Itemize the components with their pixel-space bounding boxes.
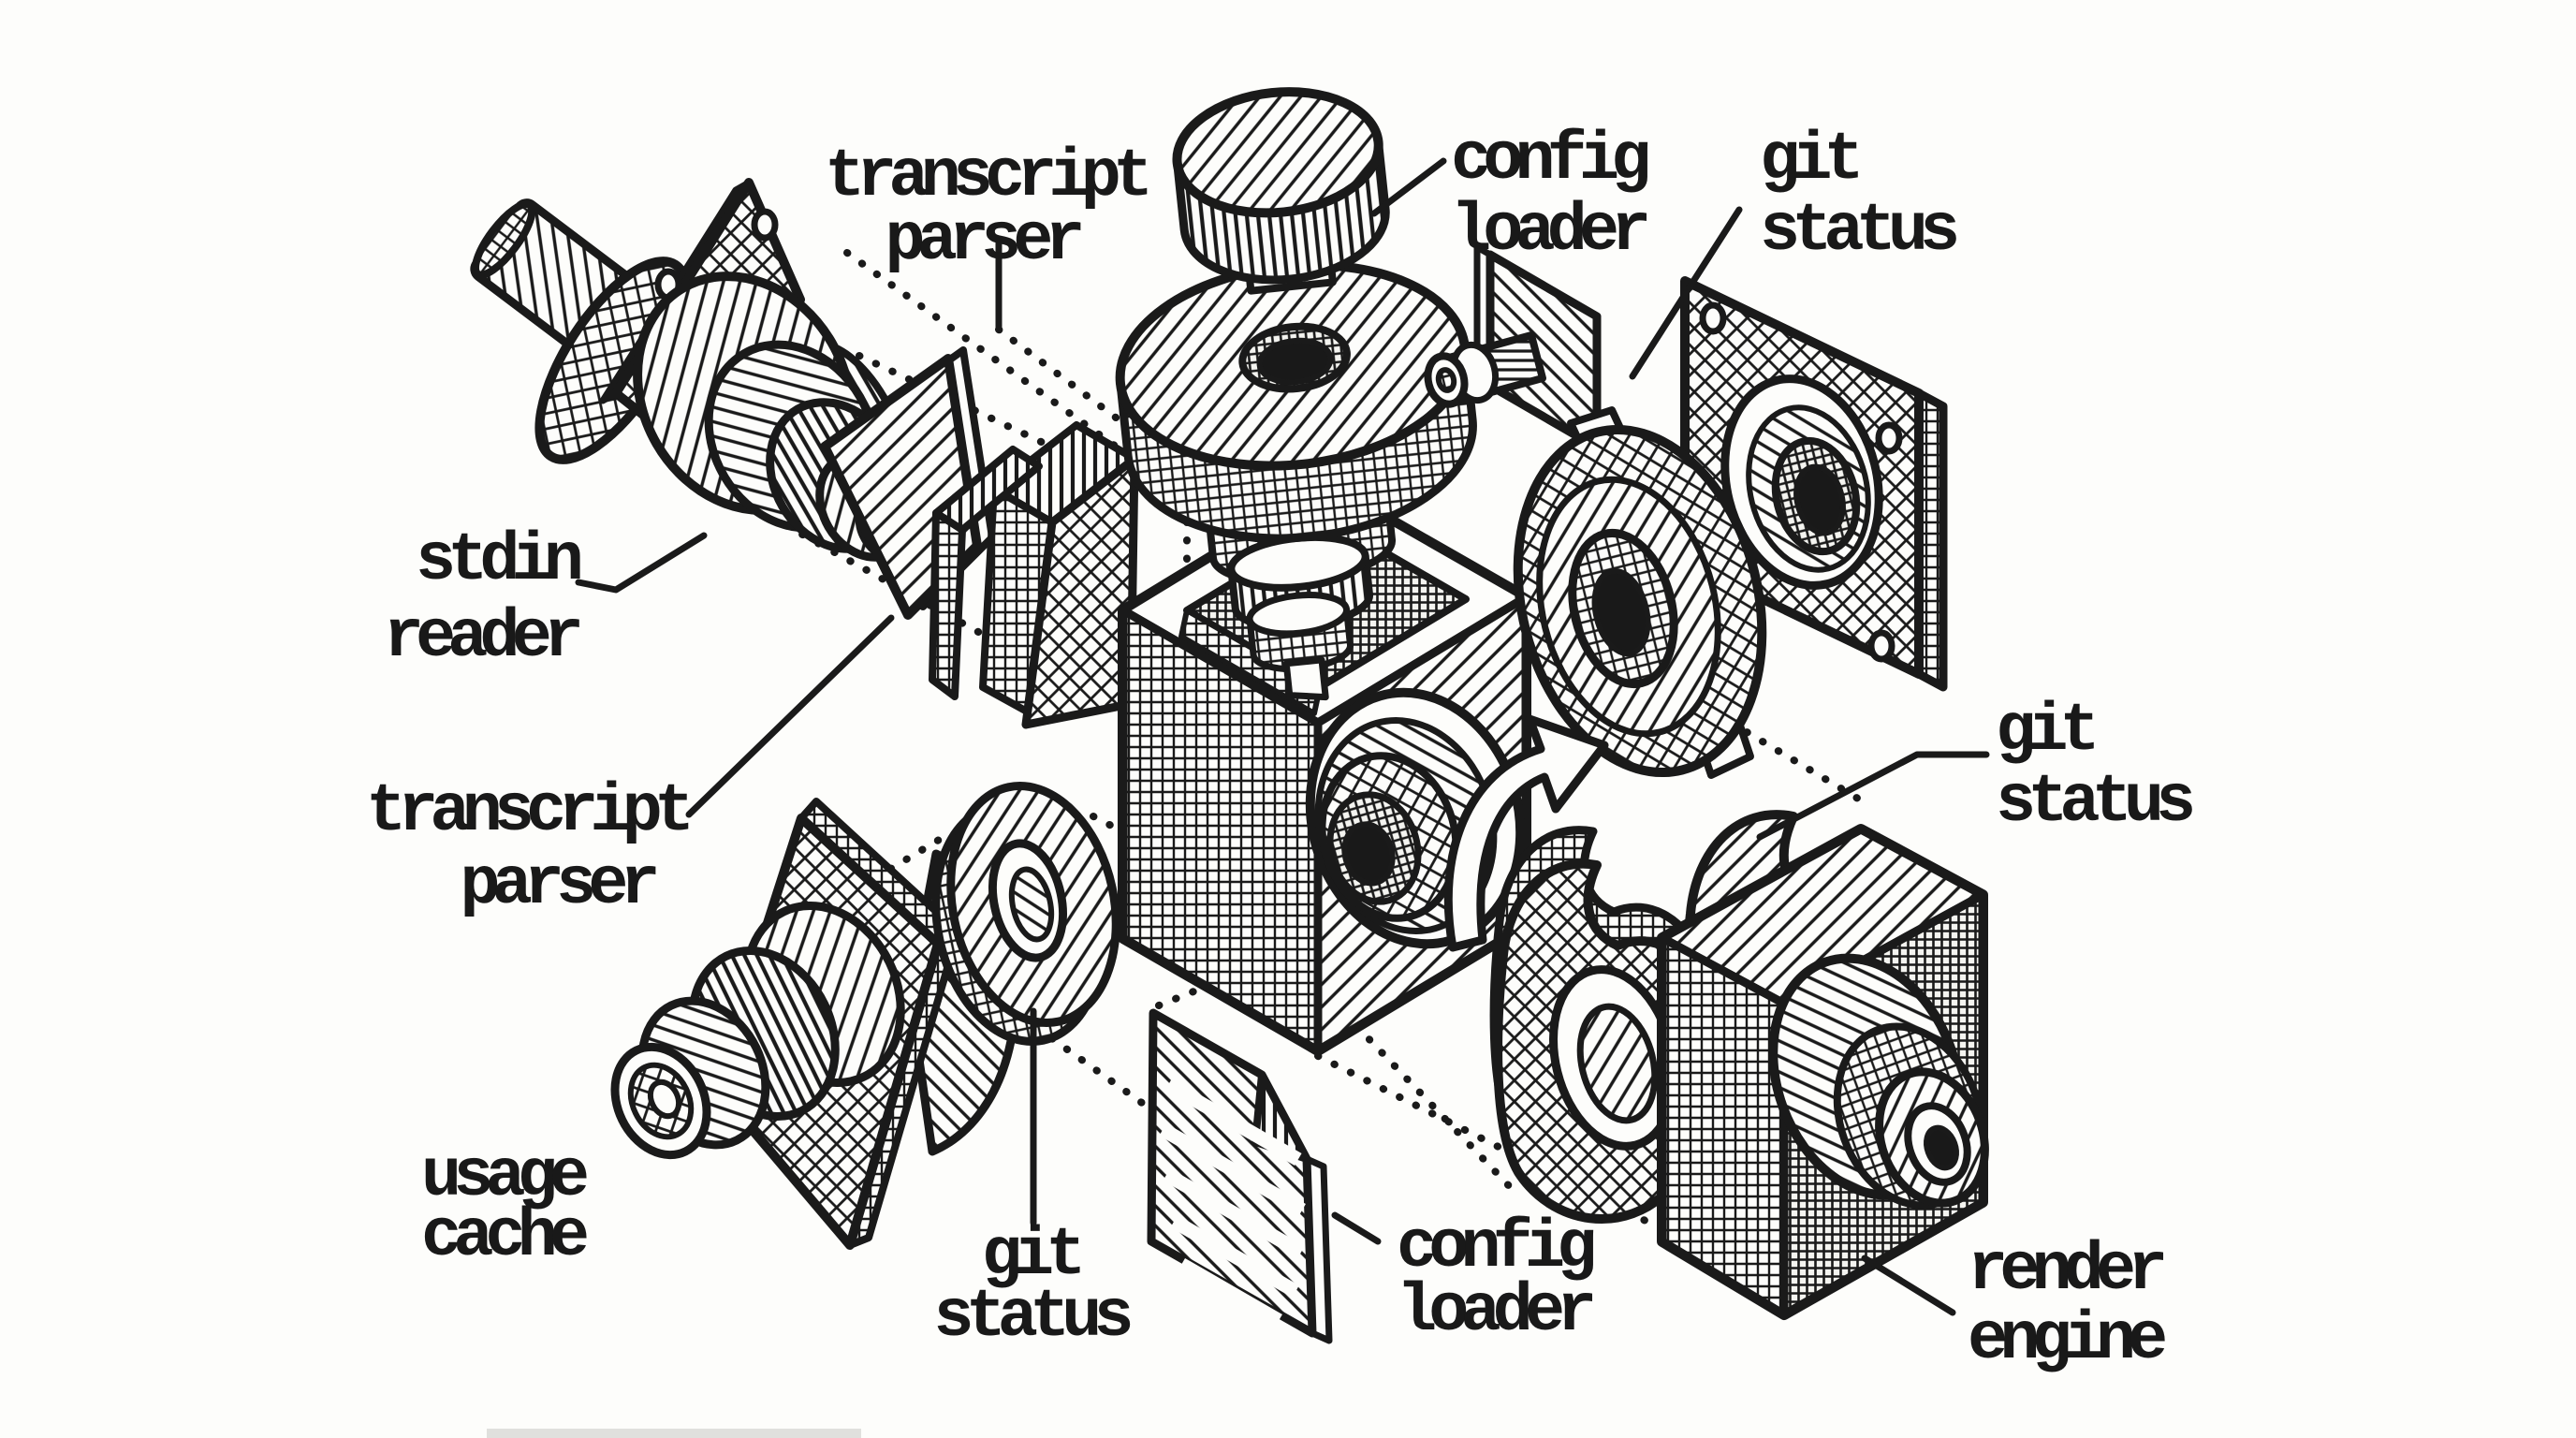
- knurled-knob: [1172, 87, 1390, 285]
- document-text-lines: [1159, 1078, 1306, 1327]
- label-stdin-reader-line1: stdin: [416, 522, 580, 599]
- bore: [647, 1078, 682, 1120]
- label-config-loader-bottom-line2: loader: [1397, 1273, 1592, 1350]
- leader-render-engine: [1861, 1255, 1956, 1316]
- git-status-washer: [931, 782, 1120, 1046]
- scan-artifact-strip: [487, 1429, 861, 1438]
- knurled-washer: [1115, 260, 1477, 543]
- front-slab: [929, 446, 1043, 700]
- transcript-parser-plate-pair: [929, 421, 1139, 729]
- label-config-loader-bottom-line1: config: [1397, 1210, 1594, 1286]
- label-git-status-bottom-line2: status: [933, 1279, 1130, 1356]
- label-usage-cache-line2: cache: [421, 1198, 587, 1275]
- label-render-engine-line2: engine: [1968, 1301, 2165, 1378]
- leader-transcript-parser-left: [685, 614, 895, 818]
- screw-hole: [1699, 301, 1727, 335]
- back-slab: [979, 421, 1139, 729]
- label-config-loader-top-line1: config: [1451, 122, 1648, 198]
- config-loader-thumbscrew: [1115, 87, 1477, 701]
- screw-hole: [1875, 421, 1903, 455]
- leader-git-status-right: [1756, 751, 1990, 841]
- label-render-engine-line1: render: [1968, 1232, 2163, 1309]
- leader-config-loader-bottom: [1331, 1211, 1382, 1245]
- label-transcript-parser-left-line2: parser: [460, 846, 655, 923]
- label-git-status-bottom-line1: git: [982, 1217, 1080, 1294]
- bore-center: [1341, 821, 1396, 887]
- label-git-status-top-line2: status: [1760, 193, 1956, 270]
- labels: transcript parser config loader git stat…: [366, 122, 2201, 1378]
- label-stdin-reader-line2: reader: [384, 599, 579, 676]
- git-status-dial-knob: [1513, 406, 1767, 779]
- leader-stdin-reader: [575, 532, 708, 594]
- rotation-arrow-icon: [1443, 714, 1609, 952]
- label-git-status-top-line1: git: [1760, 122, 1858, 198]
- label-transcript-parser-left-line1: transcript: [366, 773, 689, 850]
- render-engine-assembly: [1657, 824, 1989, 1320]
- leader-git-status-top: [1629, 206, 1743, 380]
- screw-hole: [1867, 629, 1895, 663]
- label-config-loader-top-line2: loader: [1451, 193, 1647, 270]
- label-transcript-parser-top-line1: transcript: [825, 139, 1148, 215]
- label-usage-cache-line1: usage: [421, 1138, 587, 1215]
- leader-config-loader-top: [1370, 157, 1447, 217]
- label-git-status-right-line2: status: [1996, 764, 2192, 841]
- config-loader-document: [1147, 1008, 1333, 1344]
- screw-hole: [751, 208, 779, 242]
- git-status-flange-plate: [1680, 276, 1948, 692]
- label-transcript-parser-top-line2: parser: [885, 202, 1080, 279]
- label-leader-lines: [575, 157, 1990, 1316]
- git-status-pin-plate: [1424, 243, 1602, 452]
- label-git-status-right-line1: git: [1996, 693, 2094, 770]
